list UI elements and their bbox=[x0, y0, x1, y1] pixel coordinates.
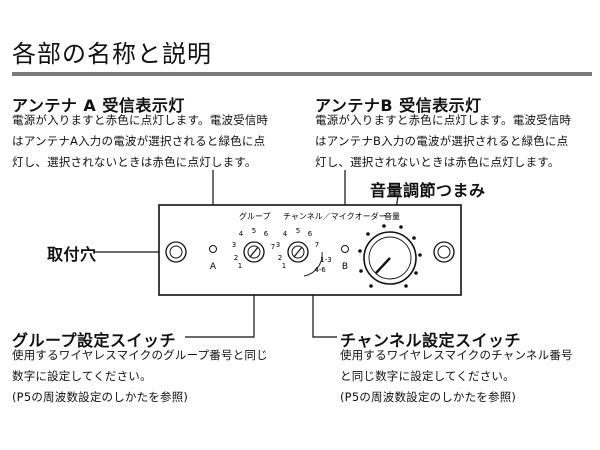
mic-order-mark: 1-3 bbox=[320, 256, 331, 264]
channel-switch-line: (P5の周波数設定のしかたを参照) bbox=[340, 390, 517, 404]
volume-scale-dot bbox=[412, 236, 416, 240]
channel-mark: 5 bbox=[296, 227, 300, 235]
group-switch-marks: 1 2 3 4 5 6 7 bbox=[232, 227, 275, 270]
panel-label-group: グループ bbox=[239, 211, 271, 221]
led-b-label: B bbox=[342, 262, 348, 272]
channel-mark: 1 bbox=[282, 262, 286, 270]
antenna-b-line: はアンテナB入力の電波が選択されると緑色に点 bbox=[315, 134, 569, 148]
channel-mark: 7 bbox=[315, 241, 319, 249]
mic-order-mark: 4-6 bbox=[314, 266, 326, 274]
channel-switch-description: 使用するワイヤレスマイクのチャンネル番号 と同じ数字に設定してください。 (P5… bbox=[340, 345, 573, 408]
antenna-b-heading: アンテナB 受信表示灯 bbox=[315, 96, 482, 115]
mount-hole-right-inner bbox=[437, 245, 451, 259]
mic-order-arc bbox=[303, 251, 323, 277]
volume-scale-dot bbox=[359, 269, 363, 273]
page-title: 各部の名称と説明 bbox=[12, 40, 212, 68]
panel-label-channel: チャンネル／マイクオーダー bbox=[283, 211, 387, 221]
antenna-a-line: 灯し、選択されないときは赤色に点灯します。 bbox=[12, 155, 257, 169]
group-switch-line: 数字に設定してください。 bbox=[12, 369, 152, 383]
panel-label-volume: 音量 bbox=[384, 211, 400, 221]
antenna-a-line: はアンテナA入力の電波が選択されると緑色に点 bbox=[12, 134, 266, 148]
volume-knob-pointer bbox=[375, 257, 391, 274]
channel-mark: 6 bbox=[308, 230, 313, 238]
group-mark: 7 bbox=[271, 243, 275, 251]
group-rotary-switch[interactable] bbox=[243, 241, 265, 263]
title-rule bbox=[12, 72, 592, 76]
led-a-label: A bbox=[210, 262, 217, 272]
group-switch-line: 使用するワイヤレスマイクのグループ番号と同じ bbox=[12, 348, 268, 362]
antenna-a-description: 電源が入りますと赤色に点灯します。電波受信時 はアンテナA入力の電波が選択される… bbox=[12, 110, 268, 173]
group-mark: 1 bbox=[238, 262, 242, 270]
mount-hole-left-inner bbox=[169, 245, 183, 259]
group-switch-line: (P5の周波数設定のしかたを参照) bbox=[12, 390, 189, 404]
channel-mark: 2 bbox=[278, 254, 282, 262]
antenna-b-description: 電源が入りますと赤色に点灯します。電波受信時 はアンテナB入力の電波が選択される… bbox=[315, 110, 571, 173]
antenna-b-line: 灯し、選択されないときは赤色に点灯します。 bbox=[315, 155, 560, 169]
channel-rotary-switch[interactable] bbox=[287, 241, 309, 263]
volume-scale-dot bbox=[418, 253, 422, 257]
mount-hole-heading: 取付穴 bbox=[47, 245, 97, 264]
volume-scale-dots bbox=[358, 224, 422, 288]
group-mark: 4 bbox=[239, 230, 244, 238]
channel-switch-marks: 1 2 3 4 5 6 7 bbox=[276, 227, 319, 270]
channel-switch-line: 使用するワイヤレスマイクのチャンネル番号 bbox=[340, 348, 573, 362]
volume-scale-dot bbox=[366, 232, 370, 236]
group-mark: 2 bbox=[234, 254, 238, 262]
channel-mark: 3 bbox=[276, 241, 280, 249]
group-switch-description: 使用するワイヤレスマイクのグループ番号と同じ 数字に設定してください。 (P5の… bbox=[12, 345, 268, 408]
channel-switch-line: と同じ数字に設定してください。 bbox=[340, 369, 515, 383]
volume-scale-dot bbox=[399, 225, 403, 229]
group-switch-heading: グループ設定スイッチ bbox=[12, 331, 177, 350]
volume-scale-dot bbox=[369, 284, 373, 288]
volume-knob[interactable] bbox=[363, 231, 417, 285]
antenna-a-led bbox=[209, 245, 217, 253]
volume-scale-dot bbox=[358, 249, 362, 253]
antenna-b-line: 電源が入りますと赤色に点灯します。電波受信時 bbox=[315, 113, 572, 127]
channel-switch-slot bbox=[293, 246, 303, 258]
group-switch-slot bbox=[249, 246, 259, 258]
group-mark: 6 bbox=[264, 230, 269, 238]
volume-knob-heading: 音量調節つまみ bbox=[370, 181, 486, 200]
antenna-a-heading: アンテナ A 受信表示灯 bbox=[12, 96, 185, 115]
channel-mark: 4 bbox=[283, 230, 288, 238]
channel-switch-heading: チャンネル設定スイッチ bbox=[340, 331, 522, 350]
volume-scale-dot bbox=[414, 271, 418, 275]
group-mark: 5 bbox=[252, 227, 256, 235]
group-mark: 3 bbox=[232, 241, 236, 249]
volume-scale-dot bbox=[382, 224, 386, 228]
antenna-b-led bbox=[341, 245, 349, 253]
antenna-a-line: 電源が入りますと赤色に点灯します。電波受信時 bbox=[12, 113, 269, 127]
volume-scale-dot bbox=[404, 284, 408, 288]
